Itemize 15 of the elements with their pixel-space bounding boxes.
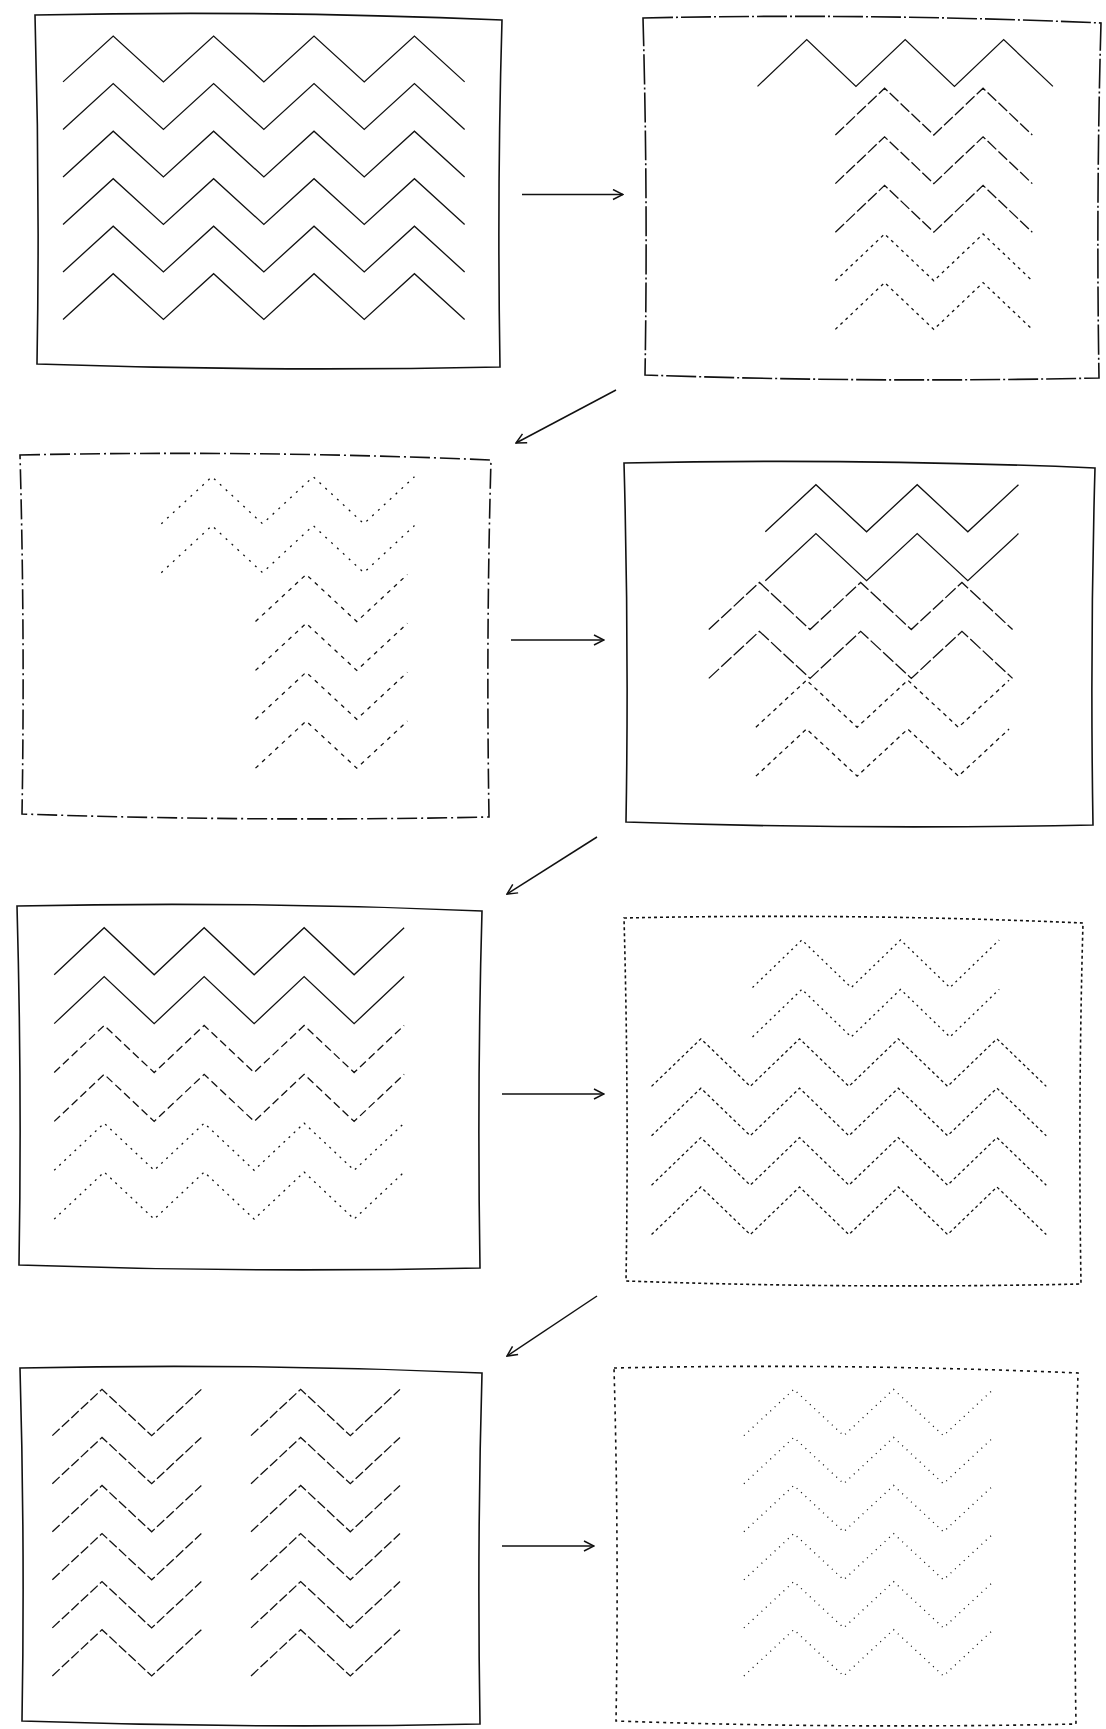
screen-drawing xyxy=(643,18,1101,378)
arrow xyxy=(506,1295,598,1357)
arrow xyxy=(521,188,624,201)
arrow xyxy=(510,634,605,646)
screen-drawing xyxy=(20,1368,482,1724)
arrow xyxy=(501,1088,605,1100)
arrow xyxy=(515,389,617,444)
screen-drawing xyxy=(624,918,1083,1284)
screen-drawing xyxy=(20,455,491,817)
screen-drawing xyxy=(35,15,502,367)
arrow xyxy=(501,1540,595,1552)
screen-drawing xyxy=(17,906,482,1268)
arrow xyxy=(506,836,598,895)
screen-drawing xyxy=(624,463,1095,825)
screen-drawing xyxy=(614,1368,1078,1724)
